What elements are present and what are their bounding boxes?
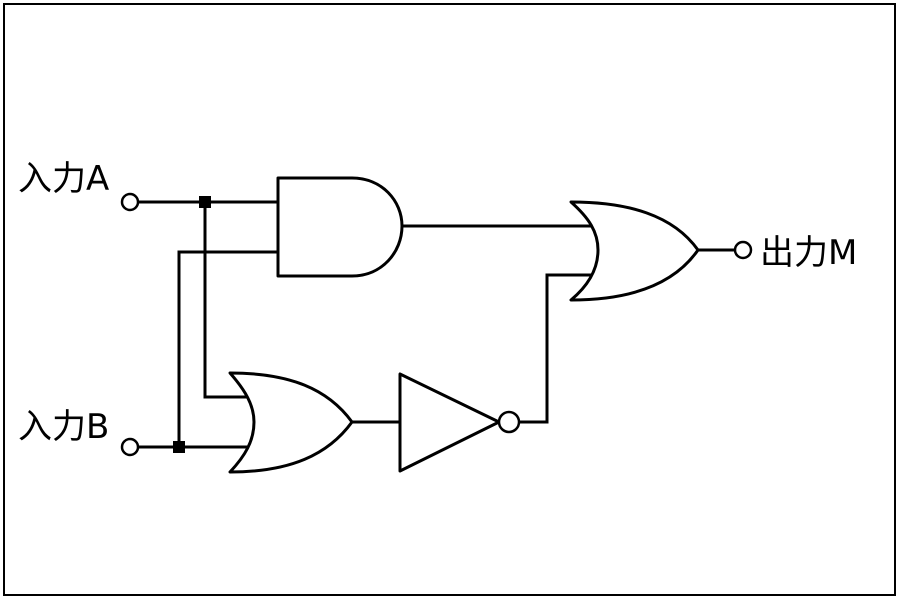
wire-a-branch-to-or [203, 200, 248, 399]
input-b-terminal [120, 437, 140, 457]
wire-b-branch-to-and [177, 250, 280, 449]
output-or-gate [569, 200, 700, 302]
output-m-terminal [733, 240, 753, 260]
or-gate [228, 371, 354, 474]
wire-not-to-output-or [517, 273, 592, 424]
junction-a [199, 196, 211, 208]
output-m-label: 出力M [760, 233, 857, 273]
input-a-terminal [120, 192, 140, 212]
not-gate-inverter-bubble [497, 410, 521, 434]
junction-b [173, 441, 185, 453]
and-gate [276, 176, 404, 278]
input-a-label: 入力A [18, 159, 109, 199]
circuit-wires [137, 200, 736, 449]
not-gate [398, 372, 501, 473]
diagram-frame [3, 3, 896, 596]
input-b-label: 入力B [18, 407, 109, 447]
